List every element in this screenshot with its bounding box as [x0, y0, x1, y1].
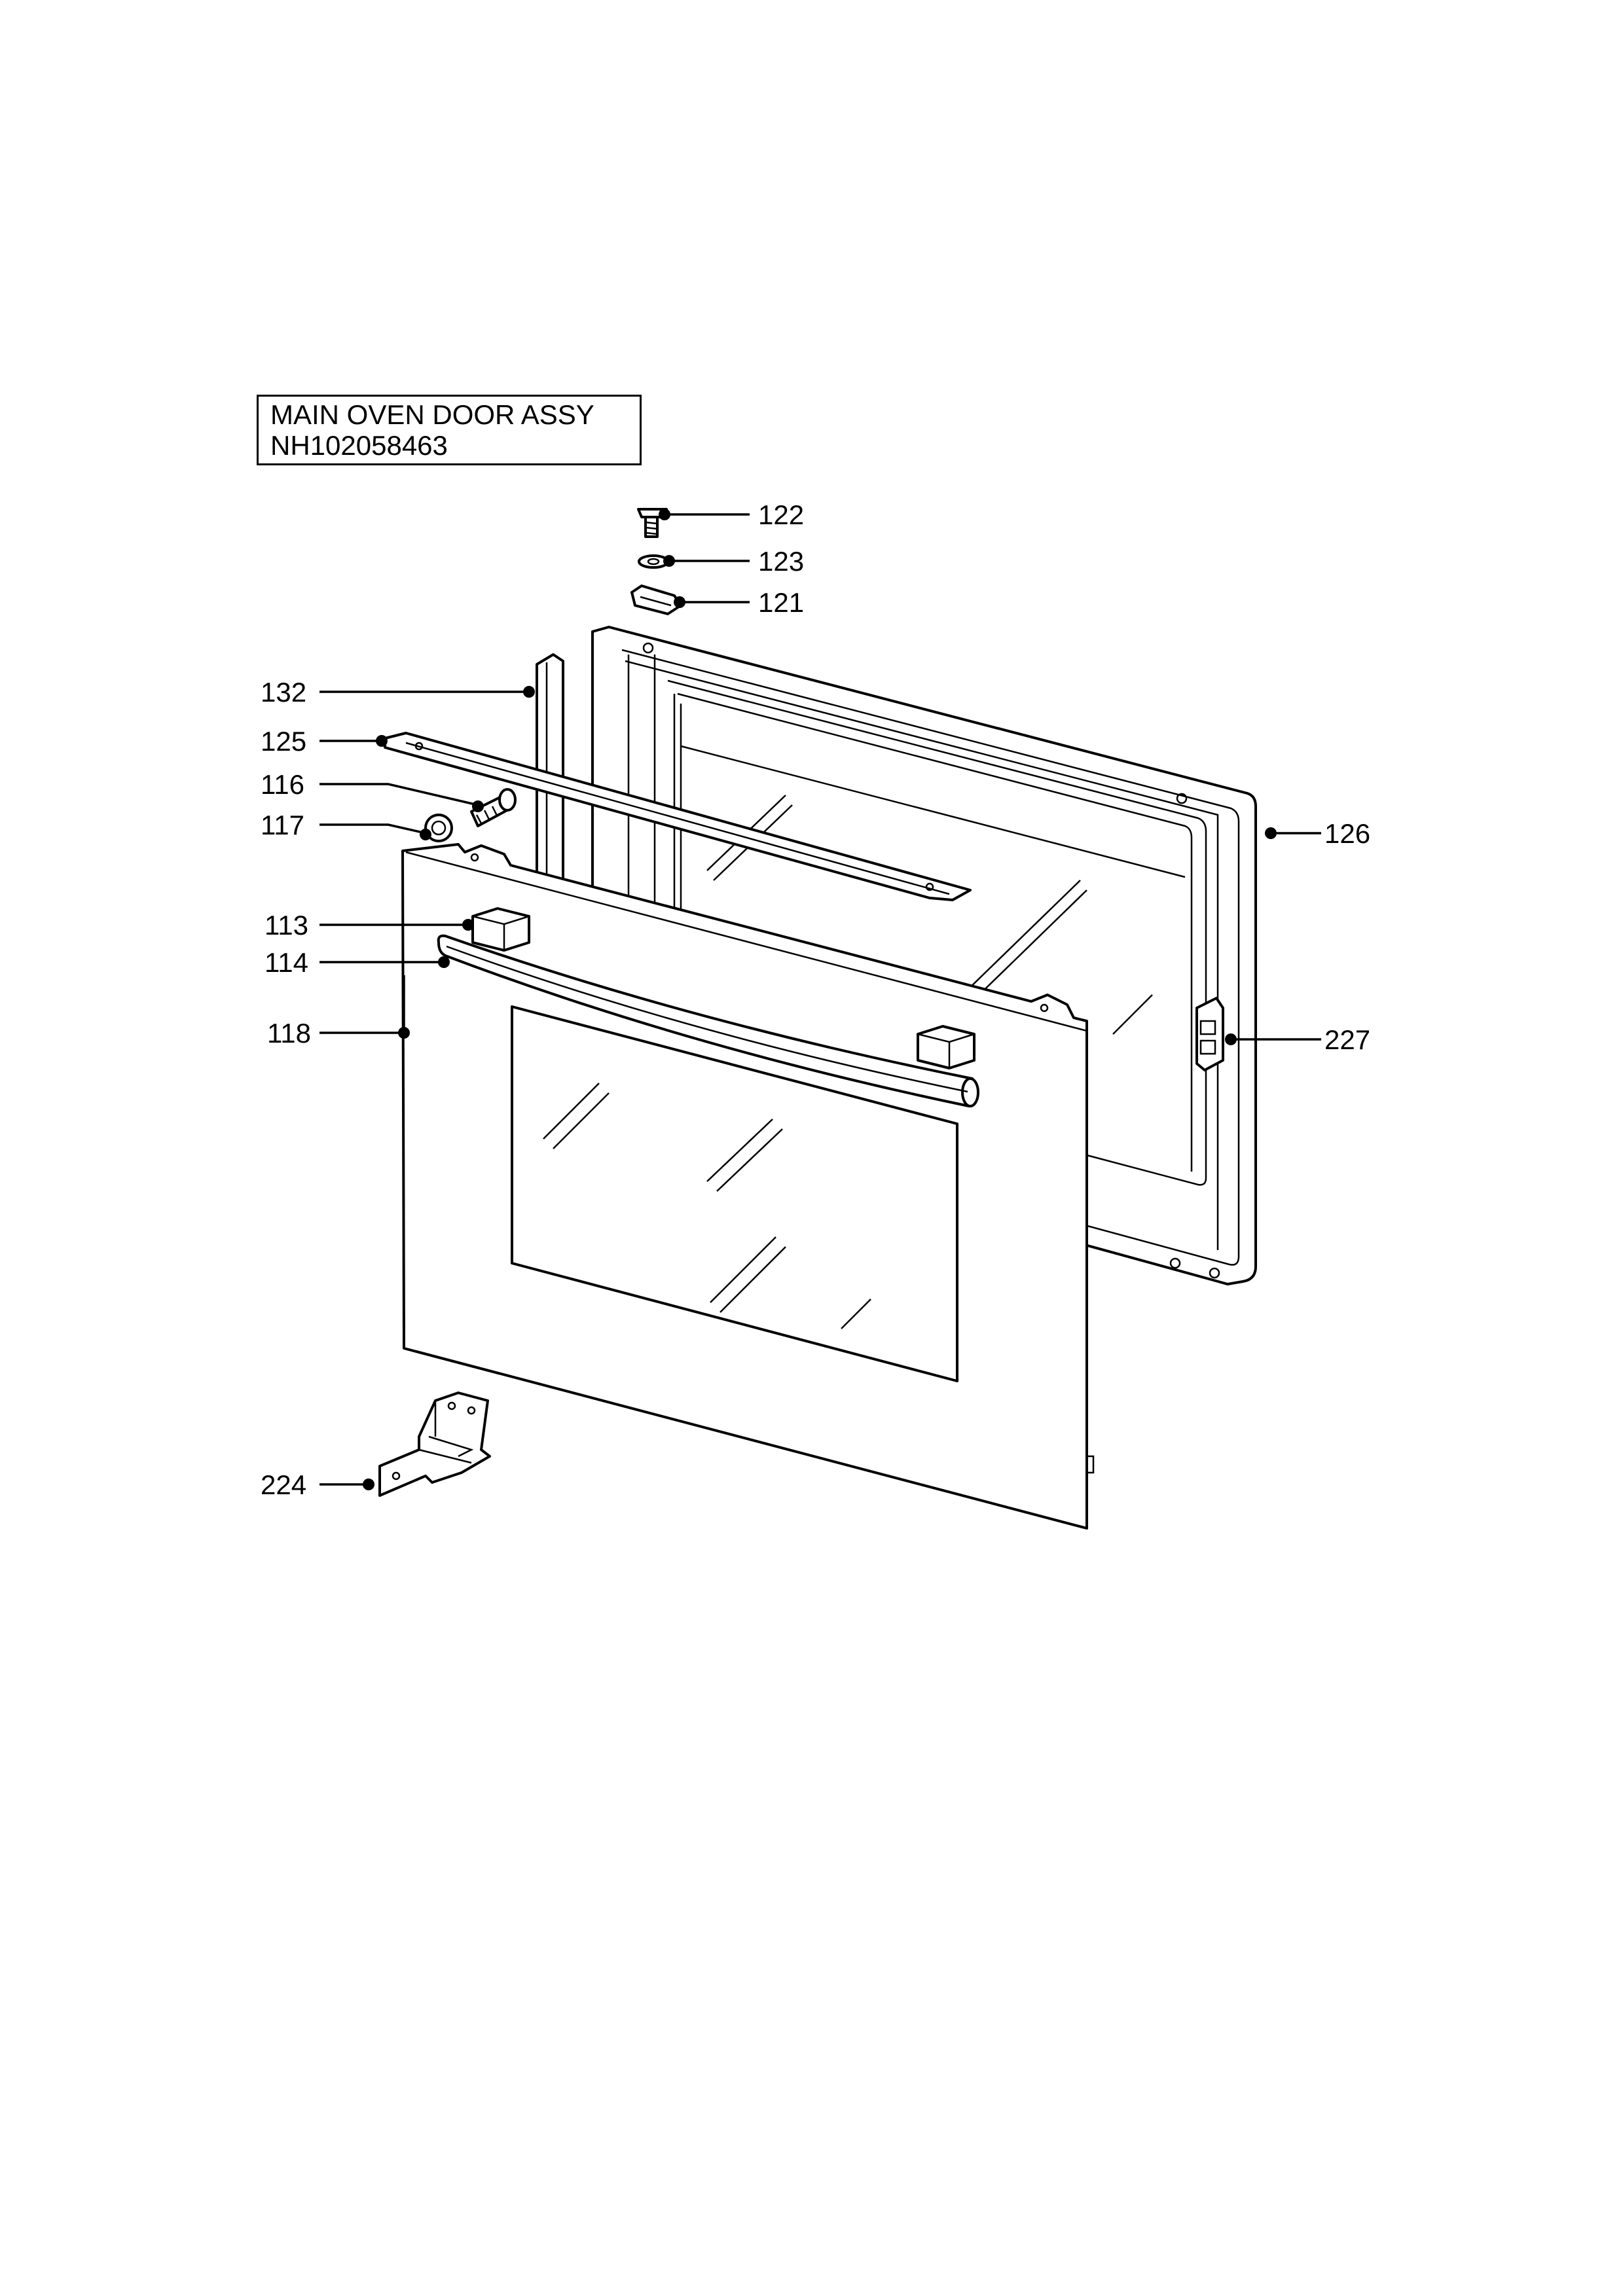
callout-123: 123: [663, 546, 804, 577]
handle-end-cap-right: [917, 1025, 976, 1069]
callout-125: 125: [261, 726, 388, 757]
door-handle: [437, 934, 979, 1107]
callout-label-227: 227: [1324, 1024, 1370, 1055]
callout-126: 126: [1265, 818, 1370, 849]
outer-door-panel: [401, 843, 1095, 1530]
handle-end-cap-left: [471, 907, 530, 952]
callout-121: 121: [674, 587, 804, 618]
callout-label-125: 125: [261, 726, 306, 757]
callout-label-114: 114: [264, 947, 308, 978]
callout-label-116: 116: [261, 769, 304, 800]
callout-118: 118: [267, 975, 410, 1049]
door-hinge-receiver: [1195, 997, 1224, 1071]
callout-label-126: 126: [1324, 818, 1370, 849]
assembly-part-number: NH102058463: [270, 430, 448, 461]
hinge-bracket: [378, 1391, 491, 1497]
callout-label-224: 224: [261, 1469, 306, 1500]
callout-label-132: 132: [261, 677, 306, 708]
screw: [470, 788, 517, 827]
callout-label-118: 118: [267, 1018, 311, 1049]
callout-114: 114: [264, 947, 450, 978]
callout-117: 117: [261, 810, 431, 840]
callout-116: 116: [261, 769, 484, 812]
assembly-title: MAIN OVEN DOOR ASSY: [270, 399, 594, 430]
callout-label-121: 121: [758, 587, 804, 618]
callout-227: 227: [1225, 1024, 1370, 1055]
callout-label-123: 123: [758, 546, 804, 577]
top-trim-bar: [384, 732, 972, 901]
washer: [424, 814, 453, 842]
callout-label-113: 113: [264, 910, 308, 941]
callout-label-117: 117: [261, 810, 304, 840]
top-clip: [630, 584, 682, 615]
callout-label-122: 122: [758, 499, 804, 530]
callout-122: 122: [659, 499, 804, 530]
callout-224: 224: [261, 1469, 374, 1500]
assembly-title-box: MAIN OVEN DOOR ASSY NH102058463: [257, 395, 642, 465]
callout-132: 132: [261, 677, 535, 708]
callout-113: 113: [264, 910, 474, 941]
